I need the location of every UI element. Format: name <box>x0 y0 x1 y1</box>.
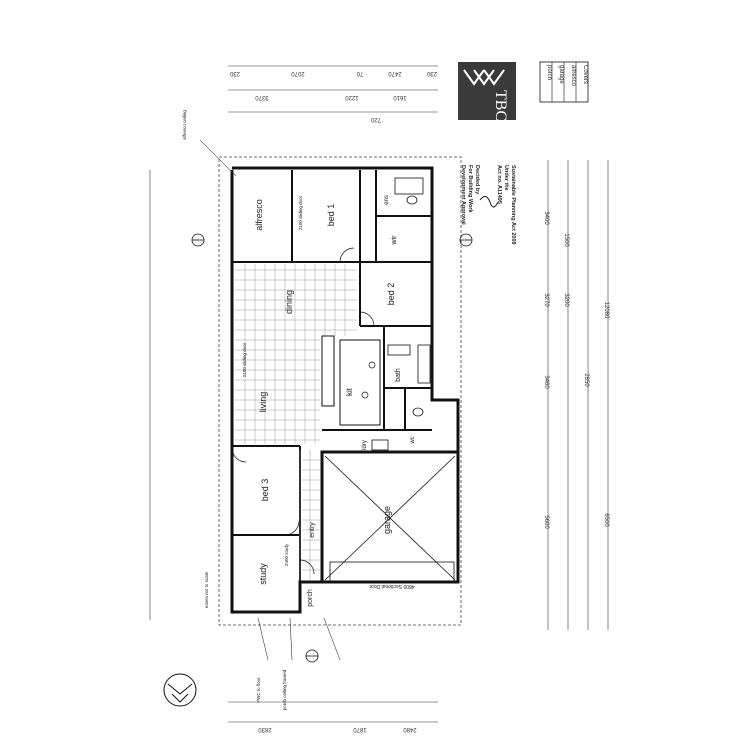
alfresco-note: alfresco ceiling <box>182 110 187 140</box>
eaves-outline <box>218 156 462 626</box>
top-dimension-lines <box>228 65 438 113</box>
sink-icon <box>361 391 369 399</box>
room-label-living: living <box>258 392 268 413</box>
section-marker-bottom <box>305 649 319 663</box>
room-label-porch: porch <box>307 589 314 607</box>
room-label-bed3: bed 3 <box>260 479 270 502</box>
leader-lines <box>199 139 341 661</box>
dim-top-b: 2070 <box>291 70 305 76</box>
approval-line-3: Decided by <box>474 165 480 195</box>
approval-stamp: Development Approval For Building Work D… <box>460 165 516 245</box>
dim-right-7: 2850 <box>583 373 589 387</box>
dim-top-f: 3370 <box>255 94 269 100</box>
door-swings <box>231 247 375 575</box>
sliding-door-note-1: 2100 sliding door <box>242 342 247 377</box>
dim-top-e: 230 <box>426 70 437 76</box>
floor-tile-grid <box>235 264 357 580</box>
dim-right-3: 3460 <box>543 375 549 389</box>
study-note: 2400 study <box>284 543 289 566</box>
dim-top-c: 70 <box>356 70 363 76</box>
approval-signature <box>479 196 499 208</box>
dim-top-d: 2470 <box>388 70 402 76</box>
approval-line-1: Development Approval <box>460 165 466 225</box>
tbc-logo-chevrons <box>463 69 505 86</box>
room-label-study: study <box>258 563 268 585</box>
cooktop-icon <box>368 361 376 369</box>
sliding-door-note-2: 2100 sliding door <box>298 195 303 230</box>
right-dimension-lines <box>547 160 609 630</box>
room-label-dining: dining <box>284 290 294 314</box>
dim-right-6: 3200 <box>563 293 569 307</box>
garage-door <box>329 561 455 583</box>
section-marker-right <box>459 233 473 247</box>
section-marker-left <box>191 233 205 247</box>
covers-table: Covers alfresco garage porch <box>539 61 589 103</box>
ensuite-vanity <box>394 177 424 195</box>
covers-row-3: porch <box>546 65 552 80</box>
dim-bot-a: 2830 <box>258 726 272 732</box>
kitchen-pantry <box>339 339 381 426</box>
bath-vanity <box>387 344 411 356</box>
tbc-logo-box <box>458 62 516 120</box>
approval-line-4: Act no. A11495 <box>496 165 502 204</box>
room-label-bed2: bed 2 <box>386 283 396 306</box>
fwc-note: FWC to floor <box>256 677 261 703</box>
ensuite-toilet-icon <box>406 195 418 205</box>
bath-tub <box>417 344 431 384</box>
covers-row-1: alfresco <box>570 65 576 87</box>
bottom-dimension-lines <box>228 701 438 723</box>
dim-bot-b: 1870 <box>353 726 367 732</box>
approval-line-6: Sustainable Planning Act 2009 <box>510 165 516 245</box>
room-label-bath: bath <box>395 368 402 382</box>
garage-door-note: 4800 Sectional Door <box>369 583 415 589</box>
room-label-entry: entry <box>309 522 316 538</box>
dim-top-a: 230 <box>229 70 240 76</box>
kitchen-bench <box>321 335 335 407</box>
dim-right-4: 5600 <box>543 515 549 529</box>
north-arrow-icon <box>163 673 197 707</box>
room-label-ldry: ldry <box>362 440 368 450</box>
garage-diagonals <box>324 455 456 581</box>
tbc-logo: TBC <box>458 62 516 121</box>
room-label-bed1: bed 1 <box>326 204 336 227</box>
wc-toilet-icon <box>412 407 424 417</box>
dim-top-h: 1610 <box>393 94 407 100</box>
covers-row-2: garage <box>558 65 564 84</box>
room-label-ens: ens <box>384 195 390 205</box>
laundry-tub <box>371 439 389 451</box>
eaves-note: eaves not to scale <box>204 571 209 608</box>
dim-right-9: 1500 <box>563 233 569 247</box>
dim-right-8: 6500 <box>603 513 609 527</box>
room-label-garage: garage <box>382 506 392 534</box>
tbc-logo-text: TBC <box>492 90 509 121</box>
covers-row-0: Covers <box>582 65 588 84</box>
approval-line-2: For Building Work <box>467 165 473 214</box>
dim-top-i: 720 <box>370 116 381 122</box>
dim-right-5: 12080 <box>603 302 609 319</box>
dim-bot-c: 2480 <box>403 726 417 732</box>
approval-line-5: Under the <box>503 165 509 191</box>
dim-top-g: 1220 <box>345 94 359 100</box>
dim-right-1: 3400 <box>543 211 549 225</box>
room-label-kit: kit <box>345 387 354 396</box>
dim-right-2: 3270 <box>543 293 549 307</box>
room-label-alfresco: alfresco <box>254 199 264 231</box>
internal-walls <box>232 170 432 582</box>
porch-note: porch ceiling framed <box>282 669 287 710</box>
room-label-wir: wir <box>391 235 398 246</box>
room-label-wc: wc <box>410 436 416 444</box>
